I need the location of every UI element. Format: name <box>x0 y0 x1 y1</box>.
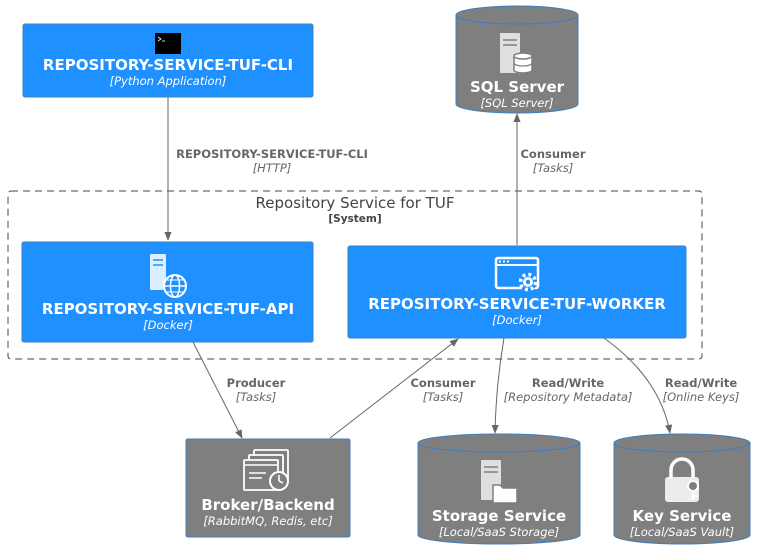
edge-label-broker-worker: Consumer <box>410 376 475 390</box>
node-cli-tech: [Python Application] <box>110 74 227 88</box>
edge-tech-worker-storage: [Repository Metadata] <box>504 390 633 404</box>
node-broker[interactable]: Broker/Backend [RabbitMQ, Redis, etc] <box>185 438 351 538</box>
edge-label-api-broker: Producer <box>227 376 286 390</box>
boundary-subtitle: [System] <box>328 213 381 225</box>
node-cli-name: REPOSITORY-SERVICE-TUF-CLI <box>43 56 293 74</box>
node-broker-tech: [RabbitMQ, Redis, etc] <box>203 514 332 528</box>
node-storage-name: Storage Service <box>432 507 566 525</box>
edge-label-worker-sql: Consumer <box>520 147 585 161</box>
edge-label-worker-storage: Read/Write <box>532 376 604 390</box>
storage-folder-icon <box>481 460 518 504</box>
node-sql-name: SQL Server <box>470 78 565 96</box>
node-api-name: REPOSITORY-SERVICE-TUF-API <box>42 300 294 318</box>
terminal-icon <box>155 33 181 54</box>
node-broker-name: Broker/Backend <box>201 496 334 514</box>
node-cli-box <box>22 23 314 98</box>
app-gear-icon <box>494 256 540 292</box>
node-api[interactable]: REPOSITORY-SERVICE-TUF-API [Docker] <box>21 241 314 343</box>
queue-clock-icon <box>243 449 289 491</box>
node-key-name: Key Service <box>633 507 732 525</box>
node-sql[interactable]: SQL Server [SQL Server] <box>455 5 579 114</box>
node-api-tech: [Docker] <box>143 318 193 332</box>
node-worker-tech: [Docker] <box>492 313 542 327</box>
edge-tech-cli-api: [HTTP] <box>253 161 292 175</box>
node-key-tech: [Local/SaaS Vault] <box>630 525 734 539</box>
system-boundary: Repository Service for TUF [System] <box>7 190 703 360</box>
web-server-icon <box>150 254 187 298</box>
node-worker-box <box>347 245 687 339</box>
edge-tech-api-broker: [Tasks] <box>236 390 276 404</box>
edge-worker-to-key <box>603 337 673 434</box>
edge-tech-worker-sql: [Tasks] <box>533 161 573 175</box>
node-cli[interactable]: REPOSITORY-SERVICE-TUF-CLI [Python Appli… <box>22 23 314 98</box>
edge-worker-to-storage <box>491 337 505 434</box>
node-key[interactable]: Key Service [Local/SaaS Vault] <box>613 433 751 545</box>
lock-key-icon <box>665 457 699 502</box>
edge-label-cli-api: REPOSITORY-SERVICE-TUF-CLI <box>176 147 368 161</box>
edge-tech-broker-worker: [Tasks] <box>423 390 463 404</box>
edge-broker-to-worker <box>329 338 459 439</box>
node-sql-tech: [SQL Server] <box>480 96 553 110</box>
node-worker[interactable]: REPOSITORY-SERVICE-TUF-WORKER [Docker] <box>347 245 687 339</box>
edge-api-to-broker <box>192 341 243 439</box>
node-worker-name: REPOSITORY-SERVICE-TUF-WORKER <box>368 295 666 313</box>
database-server-icon <box>500 33 533 74</box>
boundary-title: Repository Service for TUF <box>256 194 455 212</box>
node-storage-tech: [Local/SaaS Storage] <box>439 525 559 539</box>
edge-label-worker-key: Read/Write <box>665 376 737 390</box>
edges: REPOSITORY-SERVICE-TUF-CLI [HTTP] Consum… <box>164 97 740 439</box>
node-storage[interactable]: Storage Service [Local/SaaS Storage] <box>417 433 581 545</box>
edge-tech-worker-key: [Online Keys] <box>663 390 740 404</box>
